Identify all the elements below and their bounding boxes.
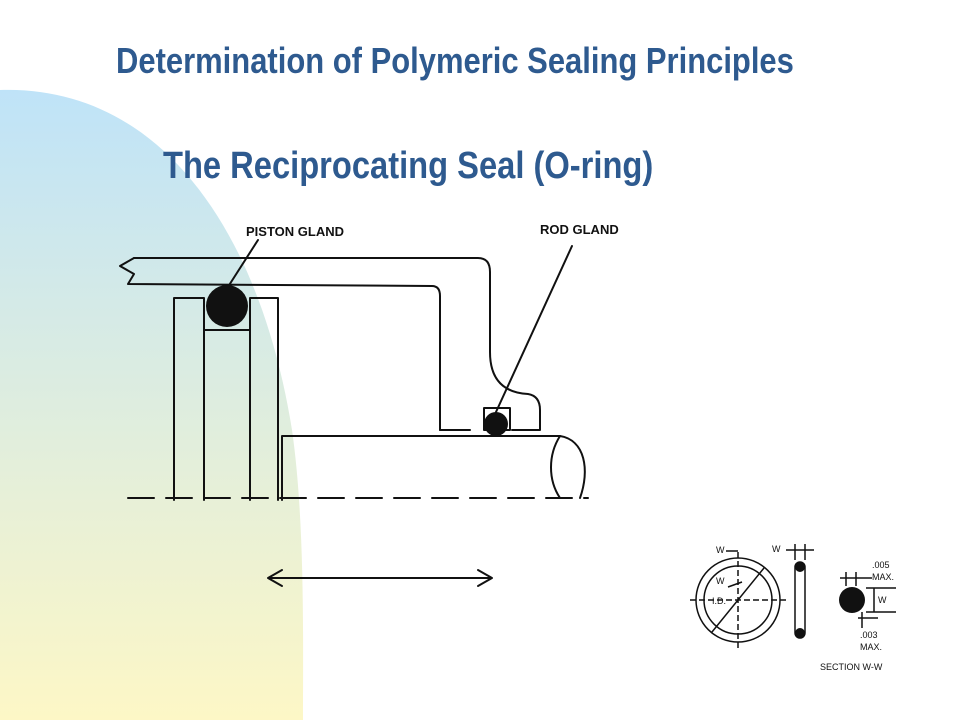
rod-end bbox=[550, 435, 586, 499]
o-ring-side-view-ends bbox=[795, 628, 805, 638]
dim-005-label: .005 bbox=[872, 560, 890, 570]
piston-o-ring bbox=[206, 285, 248, 327]
gradient-blob bbox=[0, 89, 304, 720]
page-title: Determination of Polymeric Sealing Princ… bbox=[116, 40, 794, 81]
piston-body bbox=[173, 297, 205, 501]
rod-body bbox=[281, 435, 561, 501]
o-ring-side-view bbox=[794, 561, 806, 639]
slide-subtitle: The Reciprocating Seal (O-ring) bbox=[163, 145, 654, 187]
piston-gland-label: PISTON GLAND bbox=[246, 224, 344, 239]
piston-gland-leader bbox=[225, 239, 259, 291]
id-label: I.D. bbox=[712, 596, 726, 606]
motion-arrow-left-head bbox=[267, 569, 283, 587]
o-ring-side-view-ends-top bbox=[795, 562, 805, 572]
w-right-label: W bbox=[878, 595, 887, 605]
rod-gland-label: ROD GLAND bbox=[540, 222, 619, 237]
o-ring-section-circle bbox=[839, 587, 865, 613]
housing-outline-upper bbox=[133, 257, 541, 431]
max-label-2: MAX. bbox=[860, 642, 882, 652]
dim-003-label: .003 bbox=[860, 630, 878, 640]
max-label-1: MAX. bbox=[872, 572, 894, 582]
piston-gland-groove bbox=[203, 297, 279, 501]
w-inner-arrow bbox=[727, 581, 743, 588]
motion-arrow-right-head bbox=[477, 569, 493, 587]
rod-o-ring bbox=[484, 412, 508, 436]
w-inner-label: W bbox=[716, 576, 725, 586]
housing-outline bbox=[119, 257, 441, 431]
rod-gland-leader bbox=[495, 245, 573, 413]
w-left-label: W bbox=[716, 545, 725, 555]
section-label: SECTION W-W bbox=[820, 662, 883, 672]
w-top-label: W bbox=[772, 544, 781, 554]
